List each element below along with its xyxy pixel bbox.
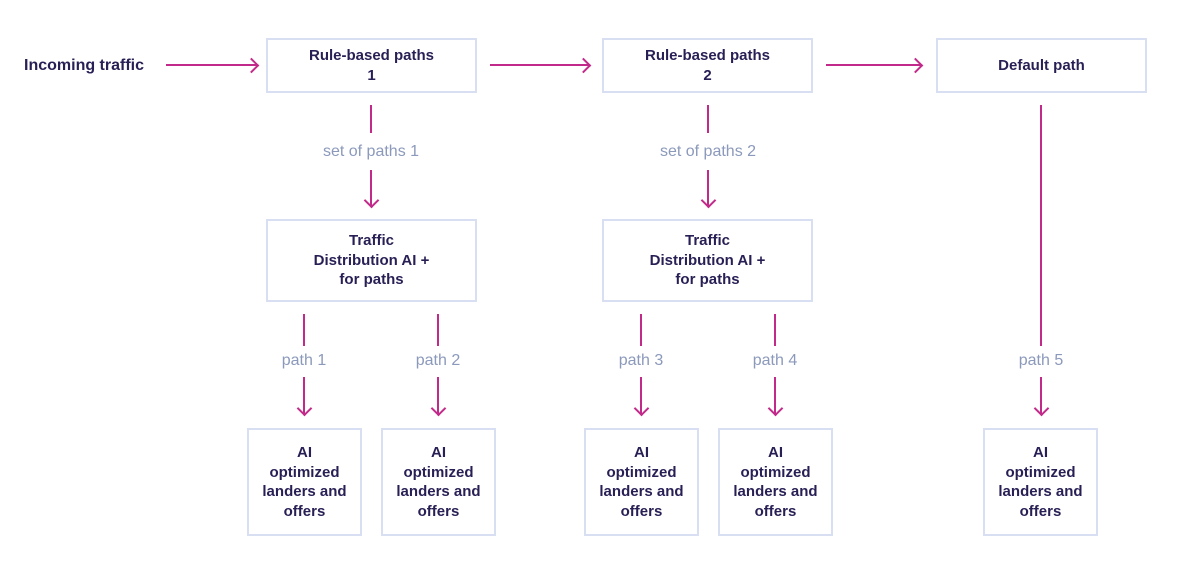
node-traffic-distribution-1: Traffic Distribution AI + for paths (266, 219, 477, 302)
connector-td2-stub-left (640, 314, 642, 346)
connector-td1-stub-right (437, 314, 439, 346)
node-ai-optimized-5: AI optimized landers and offers (983, 428, 1098, 536)
connector-td1-stub-left (303, 314, 305, 346)
arrow-set1-to-td1 (370, 170, 372, 206)
connector-rule1-stub (370, 105, 372, 133)
node-ai-optimized-3: AI optimized landers and offers (584, 428, 699, 536)
node-ai-optimized-2: AI optimized landers and offers (381, 428, 496, 536)
incoming-traffic-label: Incoming traffic (24, 57, 145, 74)
arrow-path2-to-ai2 (437, 377, 439, 414)
arrow-path3-to-ai3 (640, 377, 642, 414)
edge-label-set-of-paths-1: set of paths 1 (322, 143, 420, 160)
edge-label-path-1: path 1 (281, 352, 327, 369)
node-default-path: Default path (936, 38, 1147, 93)
node-ai-optimized-1: AI optimized landers and offers (247, 428, 362, 536)
arrow-path5-to-ai5 (1040, 377, 1042, 414)
arrow-path1-to-ai1 (303, 377, 305, 414)
connector-default-long-line (1040, 105, 1042, 346)
node-ai-optimized-4: AI optimized landers and offers (718, 428, 833, 536)
connector-rule2-stub (707, 105, 709, 133)
edge-label-set-of-paths-2: set of paths 2 (659, 143, 757, 160)
arrow-path4-to-ai4 (774, 377, 776, 414)
arrow-set2-to-td2 (707, 170, 709, 206)
edge-label-path-2: path 2 (415, 352, 461, 369)
node-rule-based-paths-1: Rule-based paths 1 (266, 38, 477, 93)
arrow-rule2-to-default (826, 64, 921, 66)
arrow-incoming-to-rule1 (166, 64, 257, 66)
node-rule-based-paths-2: Rule-based paths 2 (602, 38, 813, 93)
edge-label-path-3: path 3 (618, 352, 664, 369)
connector-td2-stub-right (774, 314, 776, 346)
arrow-rule1-to-rule2 (490, 64, 589, 66)
edge-label-path-4: path 4 (752, 352, 798, 369)
edge-label-path-5: path 5 (1018, 352, 1064, 369)
node-traffic-distribution-2: Traffic Distribution AI + for paths (602, 219, 813, 302)
